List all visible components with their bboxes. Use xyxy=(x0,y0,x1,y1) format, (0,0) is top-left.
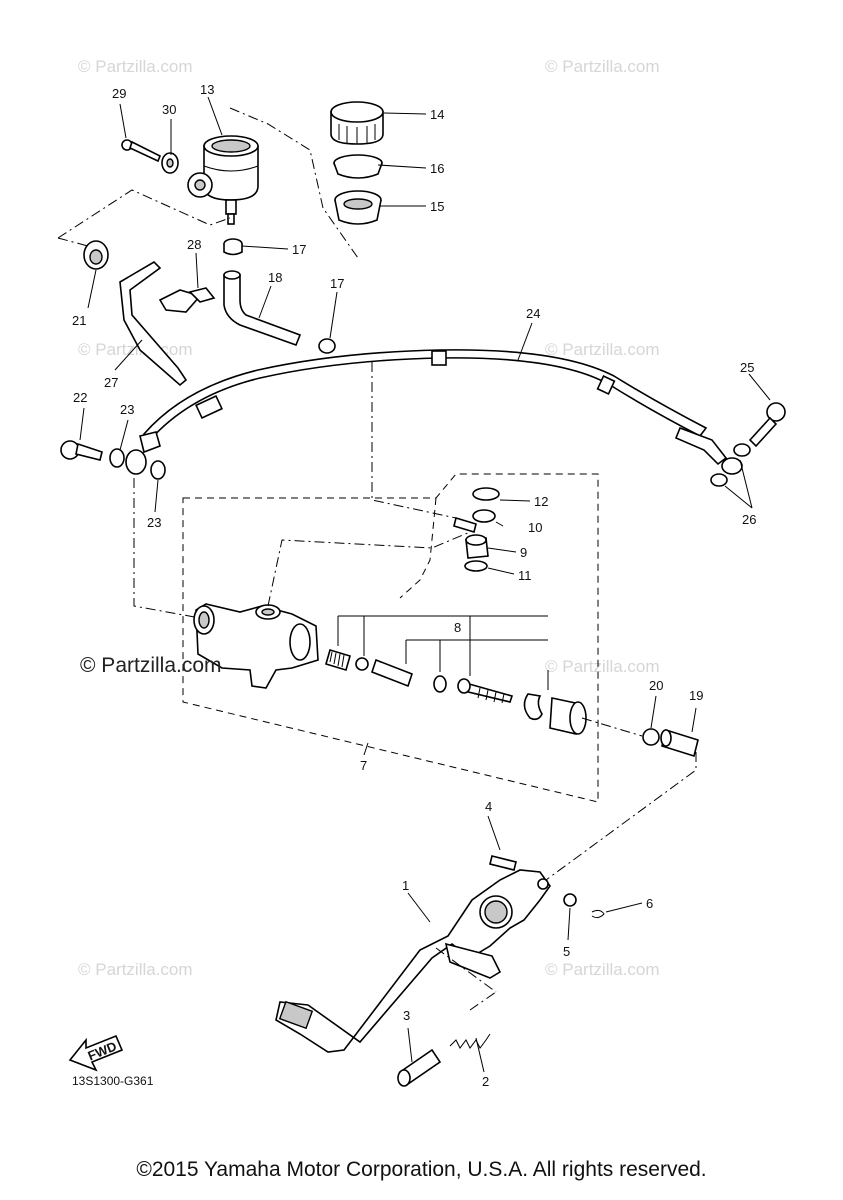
callout-15: 15 xyxy=(430,199,444,214)
callout-27: 27 xyxy=(104,375,118,390)
callout-23: 23 xyxy=(147,515,161,530)
callout-labels: 29 30 13 14 16 15 17 28 18 17 24 21 27 2… xyxy=(72,82,756,1089)
callout-23: 23 xyxy=(120,402,134,417)
callout-9: 9 xyxy=(520,545,527,560)
callout-10: 10 xyxy=(528,520,542,535)
callout-20: 20 xyxy=(649,678,663,693)
callout-12: 12 xyxy=(534,494,548,509)
callout-30: 30 xyxy=(162,102,176,117)
leader-lines xyxy=(79,96,771,1073)
watermark: © Partzilla.com xyxy=(78,57,193,76)
callout-5: 5 xyxy=(563,944,570,959)
callout-24: 24 xyxy=(526,306,540,321)
callout-1: 1 xyxy=(402,878,409,893)
diagram-code: 13S1300-G361 xyxy=(72,1074,154,1088)
banjo-fittings[interactable] xyxy=(60,402,786,487)
callout-26: 26 xyxy=(742,512,756,527)
bracket-assembly[interactable] xyxy=(83,240,216,387)
callout-17: 17 xyxy=(292,242,306,257)
brake-hose[interactable] xyxy=(139,349,728,466)
callout-13: 13 xyxy=(200,82,214,97)
callout-19: 19 xyxy=(689,688,703,703)
callout-3: 3 xyxy=(403,1008,410,1023)
fwd-arrow-icon: FWD xyxy=(68,1034,124,1072)
watermark-layer: © Partzilla.com © Partzilla.com © Partzi… xyxy=(78,57,660,979)
watermark: © Partzilla.com xyxy=(78,960,193,979)
callout-14: 14 xyxy=(430,107,444,122)
callout-8: 8 xyxy=(454,620,461,635)
callout-16: 16 xyxy=(430,161,444,176)
callout-17: 17 xyxy=(330,276,344,291)
watermark: © Partzilla.com xyxy=(80,654,222,677)
reservoir-assembly[interactable] xyxy=(57,101,384,259)
copyright-notice: ©2015 Yamaha Motor Corporation, U.S.A. A… xyxy=(136,1158,707,1181)
brake-pedal-assembly[interactable] xyxy=(275,855,605,1087)
callout-22: 22 xyxy=(73,390,87,405)
callout-28: 28 xyxy=(187,237,201,252)
callout-21: 21 xyxy=(72,313,86,328)
callout-18: 18 xyxy=(268,270,282,285)
callout-29: 29 xyxy=(112,86,126,101)
push-rod-parts[interactable] xyxy=(642,728,699,758)
watermark: © Partzilla.com xyxy=(545,340,660,359)
watermark: © Partzilla.com xyxy=(545,57,660,76)
watermark: © Partzilla.com xyxy=(545,960,660,979)
inlet-fittings[interactable] xyxy=(453,487,500,572)
callout-11: 11 xyxy=(518,568,532,583)
callout-2: 2 xyxy=(482,1074,489,1089)
svg-text:FWD: FWD xyxy=(86,1038,119,1063)
master-cylinder-kit[interactable] xyxy=(182,473,599,803)
callout-6: 6 xyxy=(646,896,653,911)
watermark: © Partzilla.com xyxy=(545,657,660,676)
hose-assembly[interactable] xyxy=(223,238,336,354)
callout-4: 4 xyxy=(485,799,492,814)
callout-7: 7 xyxy=(360,758,367,773)
callout-25: 25 xyxy=(740,360,754,375)
